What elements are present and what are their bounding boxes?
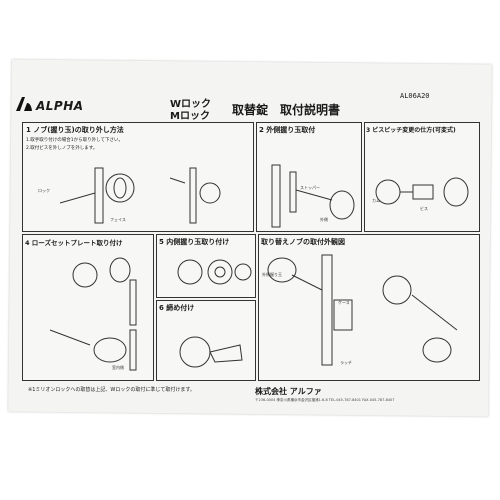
section-4-label-inside: 室内側 <box>112 365 124 370</box>
section-1-title: 1 ノブ(握り玉)の取り外し方法 <box>26 126 124 134</box>
section-7-panel <box>258 234 480 381</box>
section-3-label-cam: カム <box>372 198 380 203</box>
section-3-label-screw: ビス <box>420 206 428 211</box>
section-1-label-lock: ロック <box>38 188 50 193</box>
section-1-diagram <box>59 167 221 224</box>
section-7-diagram <box>267 254 458 366</box>
title-line-1: Wロック <box>170 99 212 110</box>
section-6-title: 6 締め付け <box>159 304 195 312</box>
section-3-title: 3 ビスピッチ変更の仕方(可変式) <box>366 127 456 134</box>
section-5-panel <box>156 234 256 298</box>
section-5-title: 5 内側握り玉取り付け <box>159 238 230 246</box>
section-1-panel <box>22 122 254 232</box>
document-code: AL06A20 <box>400 92 430 100</box>
section-3-diagram <box>375 177 469 207</box>
section-1-label-face: フェイス <box>110 217 126 222</box>
section-2-panel <box>256 122 362 232</box>
footer-note: ※1ミリオンロックへの取替は上記、Wロックの取付に準じて取付けます。 <box>28 387 195 393</box>
section-5-diagram <box>177 259 252 285</box>
alpha-logo-icon <box>16 97 32 111</box>
title-line-2: Mロック <box>170 111 210 122</box>
section-1-note-2: 2.取付ビスを外しノブを外します。 <box>26 146 98 151</box>
section-6-diagram <box>179 336 243 368</box>
section-2-label-outside: 外側 <box>320 217 328 222</box>
section-7-label-latch: ラッチ <box>340 360 352 365</box>
section-7-label-case: ケース <box>338 300 350 305</box>
section-4-title: 4 ローズセットプレート取り付け <box>25 239 123 247</box>
section-7-title: 取り替えノブの取付外観図 <box>261 238 345 246</box>
section-4-panel <box>22 234 154 381</box>
main-title: 取替錠 取付説明書 <box>232 103 341 117</box>
section-6-panel <box>156 300 256 381</box>
company-address: 〒236-0004 神奈川県横浜市金沢区福浦1-6-8 TEL.045-787-… <box>255 398 395 402</box>
section-2-title: 2 外側握り玉取付 <box>259 126 316 134</box>
section-7-label-outer-knob: 外側握り玉 <box>262 272 282 277</box>
section-2-diagram <box>271 164 355 228</box>
logo-text: ALPHA <box>36 99 84 113</box>
company-name: 株式会社 アルファ <box>255 387 322 396</box>
section-1-note-1: 1.取手取り付けの場合1から取り外して下さい。 <box>26 138 124 143</box>
section-3-panel <box>364 122 480 232</box>
section-2-label-stopper: ストッパー <box>300 185 320 190</box>
section-4-diagram <box>49 257 137 371</box>
